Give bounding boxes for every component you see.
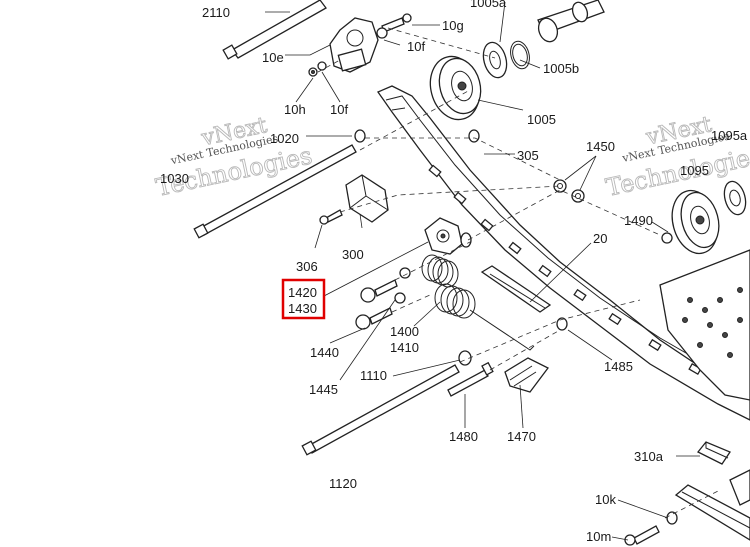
bolt-1445 [355, 307, 393, 330]
bearing-1005a [482, 41, 508, 79]
washer-10f-bottom [317, 61, 327, 71]
callouts: 2110 10g 1005a 10e 10f 1005b 10h 10f 100… [160, 0, 748, 544]
rail-frame [377, 85, 750, 421]
screw-10m [624, 525, 660, 546]
snap-ring-1005b [510, 40, 530, 70]
callout-10m: 10m [586, 529, 611, 544]
callout-310a: 310a [634, 449, 664, 464]
callout-1030: 1030 [160, 171, 189, 186]
callout-2110: 2110 [202, 5, 230, 20]
nut-10f-top [376, 27, 388, 39]
screw-10g [381, 13, 412, 33]
leader-lines [265, 1, 700, 541]
washer-1430 [394, 292, 406, 304]
callout-1095a: 1095a [711, 128, 748, 143]
block-310a [696, 441, 731, 465]
callout-1005: 1005 [527, 112, 556, 127]
callout-305: 305 [517, 148, 539, 163]
block-1470 [504, 357, 549, 393]
nut-1490 [661, 232, 673, 244]
washer-1485 [556, 317, 568, 331]
assembly-lines [317, 27, 721, 519]
washer-10k [666, 511, 678, 525]
shaft-1005a [537, 0, 605, 43]
nut-1450-a [553, 179, 567, 193]
washer-1420 [399, 267, 411, 279]
callout-1480: 1480 [449, 429, 478, 444]
callout-1445: 1445 [309, 382, 338, 397]
slider-20 [480, 265, 552, 313]
callout-10e: 10e [262, 50, 284, 65]
callout-1095: 1095 [680, 163, 709, 178]
callout-20: 20 [593, 231, 607, 246]
callout-10f-bottom: 10f [330, 102, 348, 117]
callout-1005b: 1005b [543, 61, 579, 76]
callout-306: 306 [296, 259, 318, 274]
callout-10g: 10g [442, 18, 464, 33]
callout-highlight-box[interactable] [281, 278, 326, 320]
nut-1450-b [571, 189, 585, 203]
screw-306 [319, 209, 343, 225]
washer-1020 [354, 129, 366, 143]
callout-1020: 1020 [270, 131, 299, 146]
callout-1485: 1485 [604, 359, 633, 374]
callout-1470: 1470 [507, 429, 536, 444]
callout-1400: 1400 [390, 324, 419, 339]
callout-1110: 1110 [360, 368, 387, 383]
bolt-1440 [360, 279, 398, 303]
rail-lower [674, 469, 750, 541]
bracket-10e [329, 17, 379, 73]
shaft-1030 [193, 144, 357, 239]
nut-10h [308, 67, 318, 77]
spacer-1420 [460, 232, 472, 248]
callout-1490: 1490 [624, 213, 653, 228]
callout-1410: 1410 [390, 340, 419, 355]
washer-305 [468, 129, 480, 143]
wheel-1095 [671, 189, 720, 255]
spring-1410 [434, 283, 535, 351]
callout-1005a: 1005a [470, 0, 507, 10]
callout-10f-top: 10f [407, 39, 425, 54]
callout-1420[interactable]: 1420 [288, 285, 317, 300]
callout-1430[interactable]: 1430 [288, 301, 317, 316]
callout-10h: 10h [284, 102, 306, 117]
block-300 [345, 174, 389, 223]
wheel-1005 [429, 55, 482, 121]
shaft-2110 [222, 0, 327, 60]
rail-plate-right [659, 249, 750, 401]
callout-1440: 1440 [310, 345, 339, 360]
bearing-1095a [723, 180, 747, 216]
shaft-1120 [301, 364, 460, 456]
callout-1120: 1120 [329, 476, 357, 491]
spring-1400 [421, 254, 459, 288]
bolt-1480 [447, 361, 494, 397]
callout-300: 300 [342, 247, 364, 262]
callout-1450: 1450 [586, 139, 615, 154]
bracket-1420 [424, 217, 463, 255]
callout-10k: 10k [595, 492, 616, 507]
